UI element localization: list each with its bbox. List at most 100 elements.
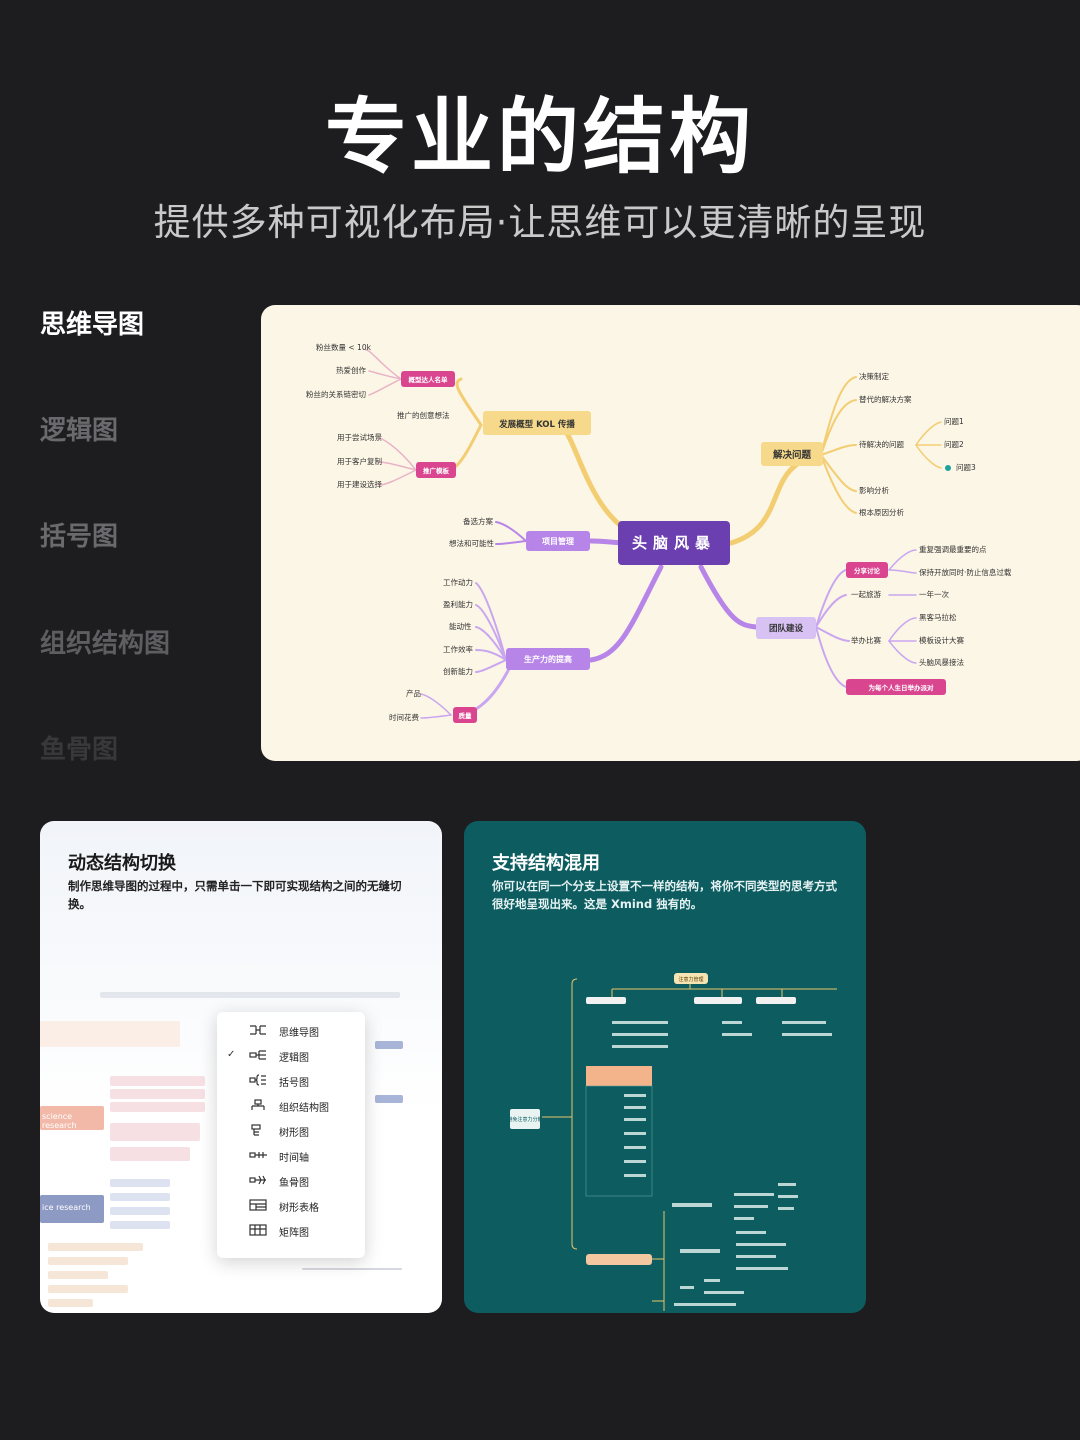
bg-node-ice-label: ice research [42, 1203, 91, 1212]
leaf-travel-0: 一年一次 [919, 589, 949, 599]
menu-label: 括号图 [279, 1078, 309, 1089]
fishbone-icon [249, 1175, 266, 1185]
panel-ghost [302, 1268, 402, 1270]
node-kol-label: 发展概型 KOL 传播 [498, 419, 575, 430]
hero-subtitle: 提供多种可视化布局·让思维可以更清晰的呈现 [153, 201, 927, 244]
node-quality-label: 质量 [459, 711, 473, 720]
bg-node-science-label: science research [42, 1112, 77, 1130]
bg-node-ghost [40, 1021, 180, 1047]
node-project-label: 项目管理 [542, 536, 574, 546]
feature-card-dynamic-switch: 动态结构切换 制作思维导图的过程中，只需单击一下即可实现结构之间的无缝切换。 s… [40, 821, 442, 1313]
bg-node-ghost [48, 1243, 143, 1251]
tab-org-chart[interactable]: 组织结构图 [40, 629, 171, 659]
node-promo[interactable] [416, 462, 456, 478]
bg-node-ghost [110, 1221, 170, 1229]
bg-node-ghost [110, 1179, 170, 1187]
tab-fishbone[interactable]: 鱼骨图 [40, 735, 119, 765]
menu-item-brace-map[interactable]: 括号图 [217, 1068, 365, 1093]
card-description: 你可以在同一个分支上设置不一样的结构，将你不同类型的思考方式很好地呈现出来。这是… [492, 879, 837, 911]
node-team-label: 团队建设 [769, 623, 804, 634]
leaf-solve-4: 根本原因分析 [859, 507, 904, 517]
tab-brace-map[interactable]: 括号图 [40, 522, 119, 552]
menu-item-mindmap[interactable]: 思维导图 [217, 1018, 365, 1043]
tree-chart-icon [251, 1124, 261, 1136]
center-node[interactable] [618, 521, 730, 565]
toolbar-ghost [100, 992, 400, 998]
bg-node-ghost [110, 1102, 205, 1112]
tab-logic-chart[interactable]: 逻辑图 [40, 416, 119, 446]
structure-menu: 思维导图 ✓ 逻辑图 括号图 组织结构图 树形图 时间轴 鱼骨图 [217, 1012, 365, 1258]
menu-item-fishbone[interactable]: 鱼骨图 [217, 1168, 365, 1193]
bg-node-ghost [110, 1076, 205, 1086]
node-kol[interactable] [483, 411, 591, 435]
node-kol-list[interactable] [401, 371, 455, 387]
feature-card-mixed-structure: 支持结构混用 你可以在同一个分支上设置不一样的结构，将你不同类型的思考方式很好地… [464, 821, 866, 1313]
timeline-icon [249, 1152, 267, 1158]
menu-item-tree-table[interactable]: 树形表格 [217, 1193, 365, 1218]
leaf-issue-2: 问题3 [956, 463, 976, 472]
leaf-contest: 举办比赛 [851, 635, 881, 645]
brace-map-icon [249, 1074, 266, 1086]
hero-title: 专业的结构 [324, 90, 755, 185]
tab-mindmap[interactable]: 思维导图 [40, 310, 145, 340]
menu-item-org-chart[interactable]: 组织结构图 [217, 1093, 365, 1118]
mixed-bottom-node[interactable] [586, 1254, 652, 1265]
leaf-kol-list-2: 粉丝的关系链密切 [306, 389, 366, 399]
menu-item-tree-chart[interactable]: 树形图 [217, 1118, 365, 1143]
leaf-travel: 一起旅游 [851, 589, 881, 599]
mixed-root-label: 注意力管理 [678, 976, 703, 983]
leaf-issue-1: 问题2 [944, 440, 964, 449]
check-icon: ✓ [227, 1049, 236, 1060]
menu-label: 逻辑图 [279, 1053, 309, 1064]
leaf-solve-2: 待解决的问题 [859, 439, 904, 449]
node-team[interactable] [756, 617, 816, 639]
node-quality[interactable] [453, 707, 477, 723]
bg-node-science: science research [40, 1106, 104, 1130]
card-title: 动态结构切换 [68, 853, 176, 874]
mixed-side-node[interactable] [510, 1109, 540, 1129]
leaf-promo-2: 用于建设选择 [337, 479, 382, 489]
bg-node-ice: ice research [40, 1195, 104, 1223]
node-solve-label: 解决问题 [773, 449, 812, 461]
node-productivity[interactable] [506, 648, 590, 670]
mixed-structure-canvas: 注意力管理 避免注意力分散 [507, 973, 837, 1311]
org-chart-icon [251, 1099, 265, 1110]
leaf-solve-3: 影响分析 [859, 485, 889, 495]
panel-ghost [375, 1095, 403, 1103]
mixed-root-node[interactable] [674, 973, 708, 984]
leaf-promo-1: 用于客户复制 [337, 456, 382, 466]
menu-item-logic-chart[interactable]: ✓ 逻辑图 [217, 1043, 365, 1068]
menu-label: 思维导图 [279, 1028, 319, 1039]
node-share-label: 分享讨论 [854, 566, 881, 575]
tree-table-icon [249, 1199, 267, 1211]
card-description: 制作思维导图的过程中，只需单击一下即可实现结构之间的无缝切换。 [68, 879, 402, 911]
bg-node-ghost [110, 1089, 205, 1099]
node-share[interactable] [846, 562, 888, 578]
panel-ghost [375, 1041, 403, 1049]
leaf-solve-0: 决策制定 [859, 371, 889, 381]
leaf-contest-1: 模板设计大赛 [919, 635, 964, 645]
node-solve[interactable] [761, 442, 823, 466]
node-promo-label: 推广模板 [423, 466, 450, 475]
mindmap-canvas: 头脑风暴 发展概型 KOL 传播 解决问题 概型达人名单 推广模板 质量 分享讨… [306, 342, 1012, 723]
node-birthday[interactable] [846, 679, 946, 695]
node-kol-list-label: 概型达人名单 [409, 375, 449, 384]
bg-node-ghost [48, 1299, 93, 1307]
leaf-prod-2: 能动性 [449, 621, 472, 631]
leaf-project-1: 想法和可能性 [449, 538, 494, 548]
leaf-solve-1: 替代的解决方案 [859, 394, 912, 404]
menu-item-matrix[interactable]: 矩阵图 [217, 1218, 365, 1243]
bg-node-ghost [110, 1123, 200, 1141]
bg-node-ghost [110, 1193, 170, 1201]
menu-label: 树形图 [279, 1128, 309, 1139]
leaf-share-0: 重复强调最重要的点 [919, 544, 987, 554]
leaf-kol-list-0: 粉丝数量 < 10k [316, 342, 372, 352]
leaf-prod-1: 盈利能力 [443, 599, 473, 609]
menu-item-timeline[interactable]: 时间轴 [217, 1143, 365, 1168]
card-title: 支持结构混用 [492, 853, 600, 874]
menu-label: 时间轴 [279, 1153, 309, 1164]
node-project[interactable] [526, 531, 590, 551]
mixed-table-header [586, 1066, 652, 1086]
bg-node-ghost [48, 1271, 108, 1279]
leaf-prod-0: 工作动力 [443, 577, 473, 587]
